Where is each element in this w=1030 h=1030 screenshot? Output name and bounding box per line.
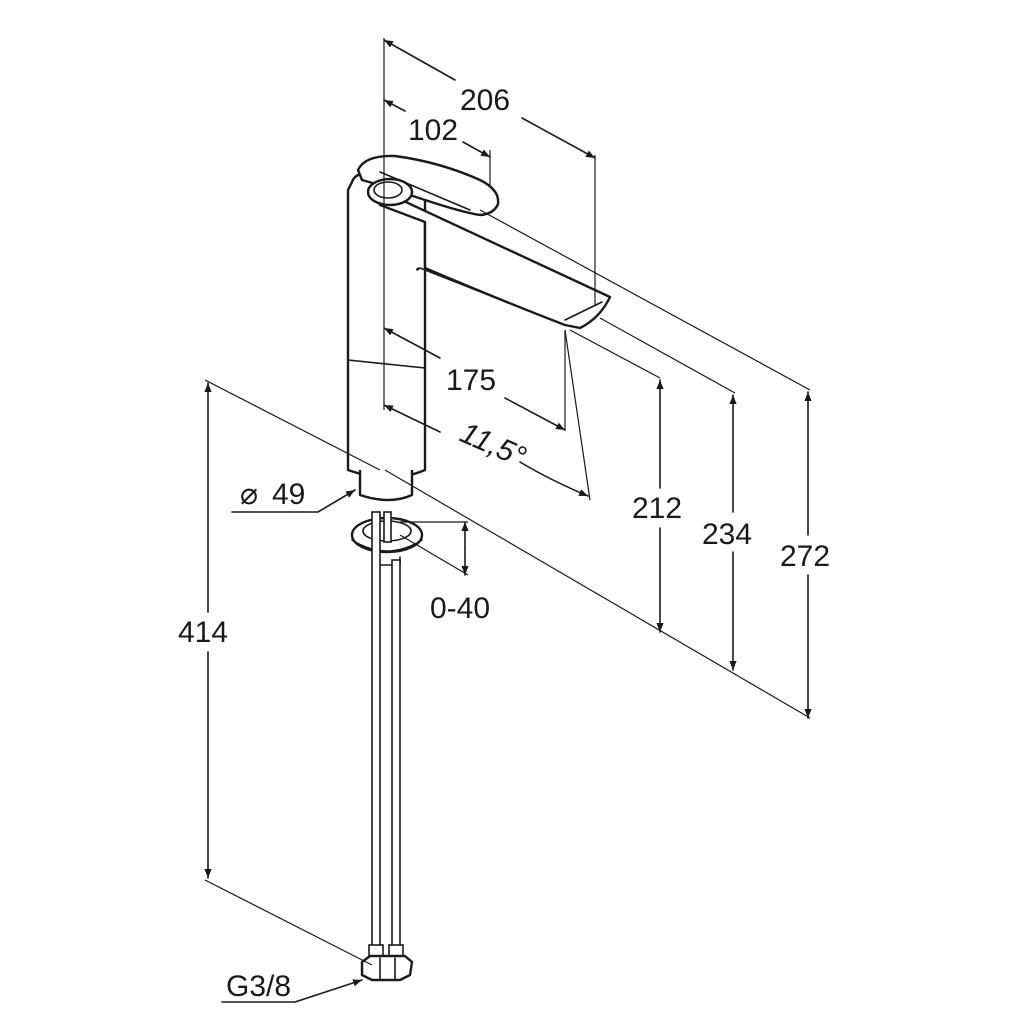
label-206: 206: [460, 84, 510, 117]
label-234: 234: [702, 518, 752, 551]
label-deck-thickness: 0-40: [430, 592, 490, 625]
label-414: 414: [178, 616, 228, 649]
label-212: 212: [632, 492, 682, 525]
diameter-symbol: ⌀: [240, 478, 258, 511]
supply-hoses: [360, 511, 414, 982]
faucet-body: [346, 154, 612, 982]
label-angle: 11,5°: [455, 416, 531, 474]
label-272: 272: [780, 540, 830, 573]
label-connection: G3/8: [226, 970, 291, 1003]
dimension-lines: [204, 39, 812, 1003]
lever-pivot: [366, 177, 414, 207]
label-diameter: 49: [272, 478, 305, 511]
label-102: 102: [408, 114, 458, 147]
label-175: 175: [446, 364, 496, 397]
dimension-labels: 206 102 175 11,5° 212 234 272 414 0-40 ⌀…: [178, 84, 830, 1003]
